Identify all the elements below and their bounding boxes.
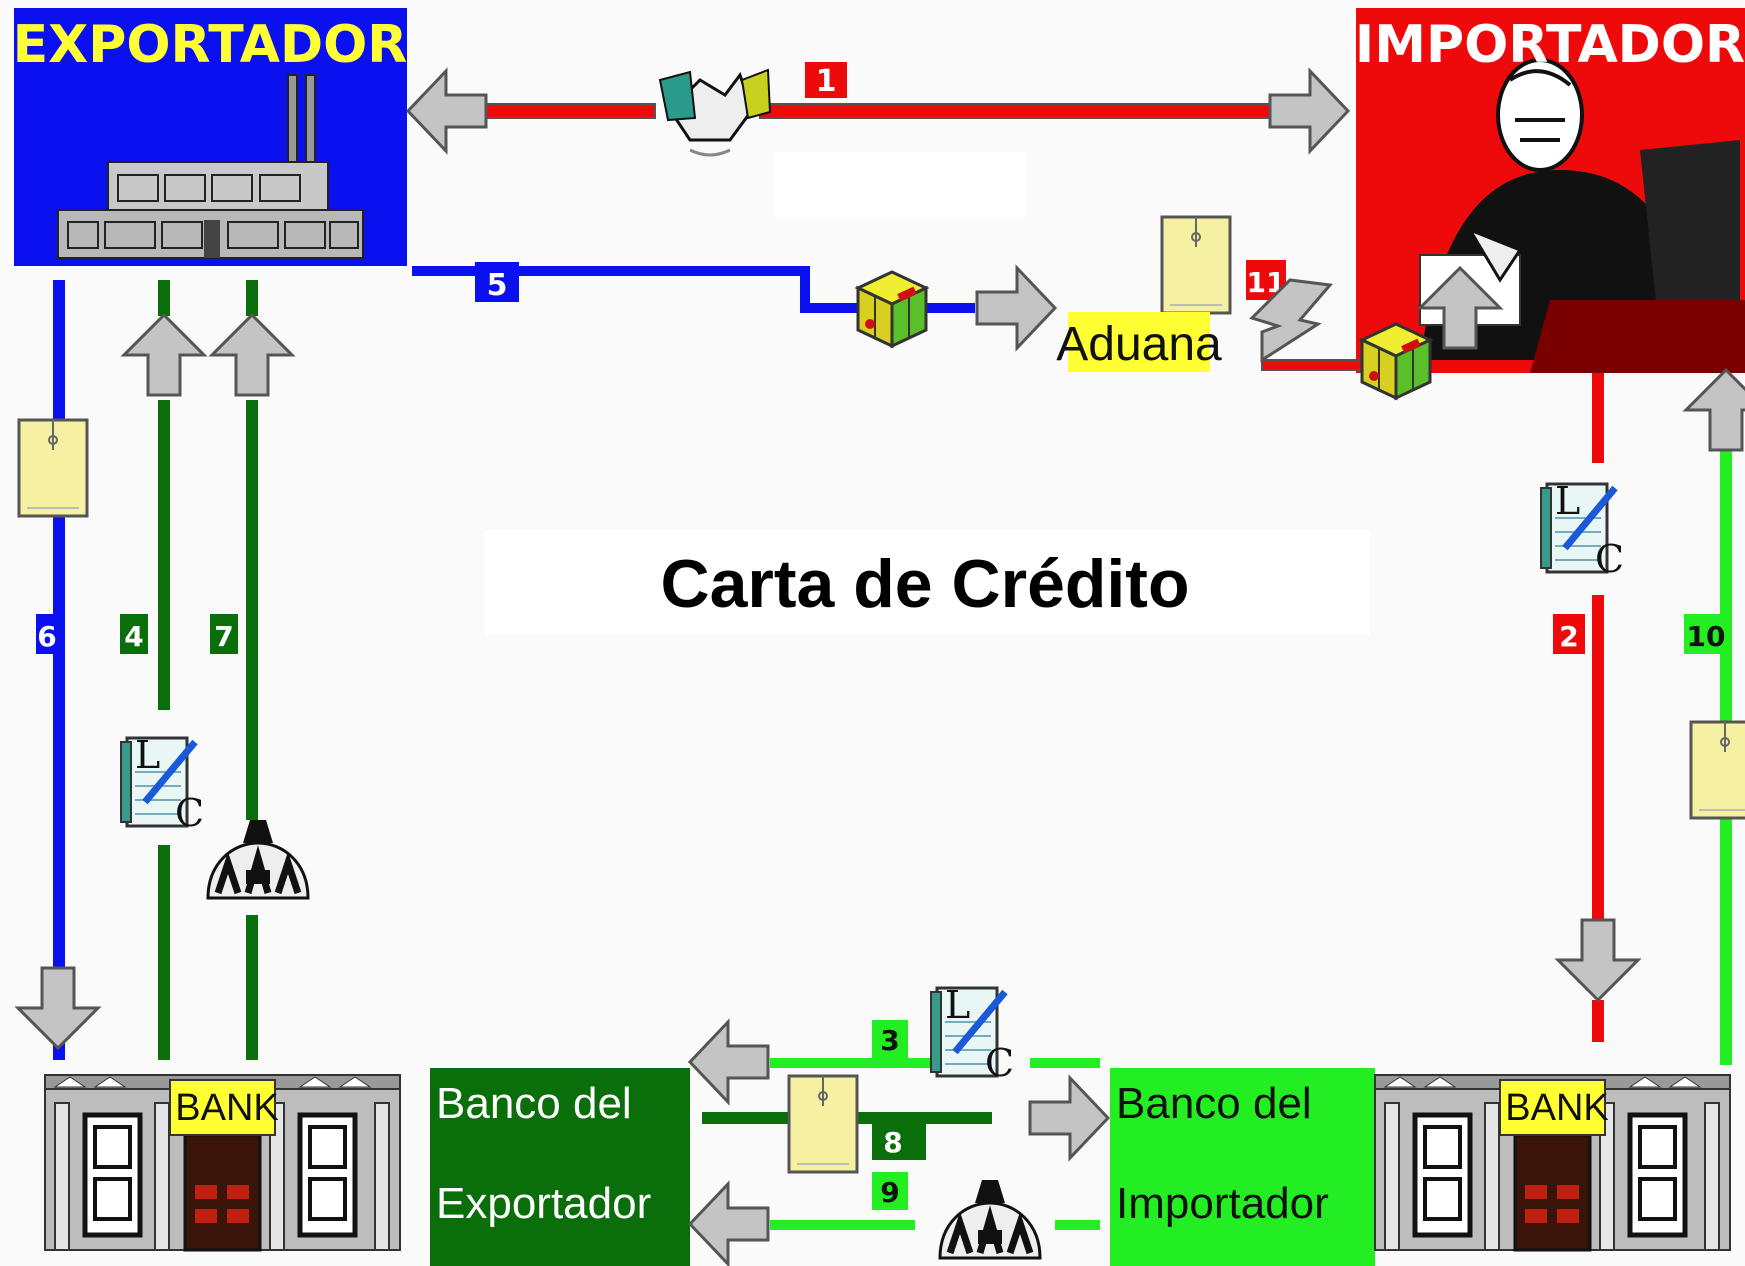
importador-box: IMPORTADOR [1355,8,1745,373]
banco-importador-line2: Importador [1116,1179,1329,1228]
step-9-badge: 9 [880,1176,899,1209]
step-5-badge: 5 [487,268,508,303]
flow-4: 4 [120,280,204,1060]
arrow-to-importador-10 [1684,368,1745,452]
bank-sign-importador: BANK [1505,1087,1608,1129]
exportador-box: EXPORTADOR [13,8,408,266]
exportador-title: EXPORTADOR [13,15,408,75]
title-panel [485,530,1370,635]
flow-2: 2 [1541,373,1640,1042]
bank-sign-exportador: BANK [175,1087,278,1129]
letter-of-credit-icon [931,983,1014,1085]
flow-9: 9 [688,1172,1100,1266]
aduana-label: Aduana [1056,318,1222,371]
arrow-to-banco-importador-8 [1028,1076,1110,1160]
importador-title: IMPORTADOR [1355,15,1745,75]
flow-7: 7 [208,280,308,1060]
envelope-icon [17,418,89,518]
money-bag-icon [940,1180,1040,1258]
banco-importador-line1: Banco del [1116,1079,1312,1128]
arrow-to-exportador-4 [122,313,206,397]
arrow-to-banco-exportador-9 [688,1182,770,1266]
step-4-badge: 4 [124,620,143,653]
money-bag-icon [208,820,308,898]
arrow-to-banco-exportador [16,966,100,1050]
arrow-to-aduana-from-importador [1249,278,1333,363]
businessman-icon [1419,58,1745,373]
blank-label [775,152,1025,218]
step-7-badge: 7 [214,620,233,653]
package-icon [856,270,928,348]
letter-of-credit-icon [1541,479,1624,581]
envelope-icon [1160,215,1232,315]
flow-3: 3 [688,983,1100,1104]
arrow-to-exportador-7 [210,313,294,397]
arrow-to-banco-importador [1556,918,1640,1002]
package-icon [1360,322,1432,400]
step-1-badge: 1 [816,64,837,99]
flow-8: 8 [702,1074,1110,1174]
step-6-badge: 6 [37,620,56,653]
arrow-to-aduana [975,266,1057,350]
flow-10: 10 [1684,368,1745,1065]
step-8-badge: 8 [883,1126,902,1159]
banco-exportador-line1: Banco del [436,1079,632,1128]
flow-6: 6 [16,280,100,1060]
banco-exportador-line2: Exportador [436,1179,651,1228]
envelope-icon [787,1074,859,1174]
banco-importador: Banco del Importador BANK [1110,1068,1730,1266]
step-2-badge: 2 [1559,620,1578,653]
factory-icon [57,74,364,259]
step-10-badge: 10 [1687,620,1726,653]
letter-of-credit-icon [121,733,204,835]
banco-exportador: BANK Banco del Exportador [45,1068,690,1266]
aduana-node: Aduana 11 [1056,215,1502,400]
arrow-to-exportador [406,69,488,153]
envelope-icon [1689,720,1745,820]
flow-1: 1 [406,62,1350,157]
diagram-title: Carta de Crédito [661,546,1190,622]
step-3-badge: 3 [880,1024,899,1057]
arrow-to-importador [1268,69,1350,153]
arrow-to-banco-exportador-3 [688,1020,770,1104]
flow-5: 5 [412,262,1057,350]
handshake-icon [658,68,772,157]
